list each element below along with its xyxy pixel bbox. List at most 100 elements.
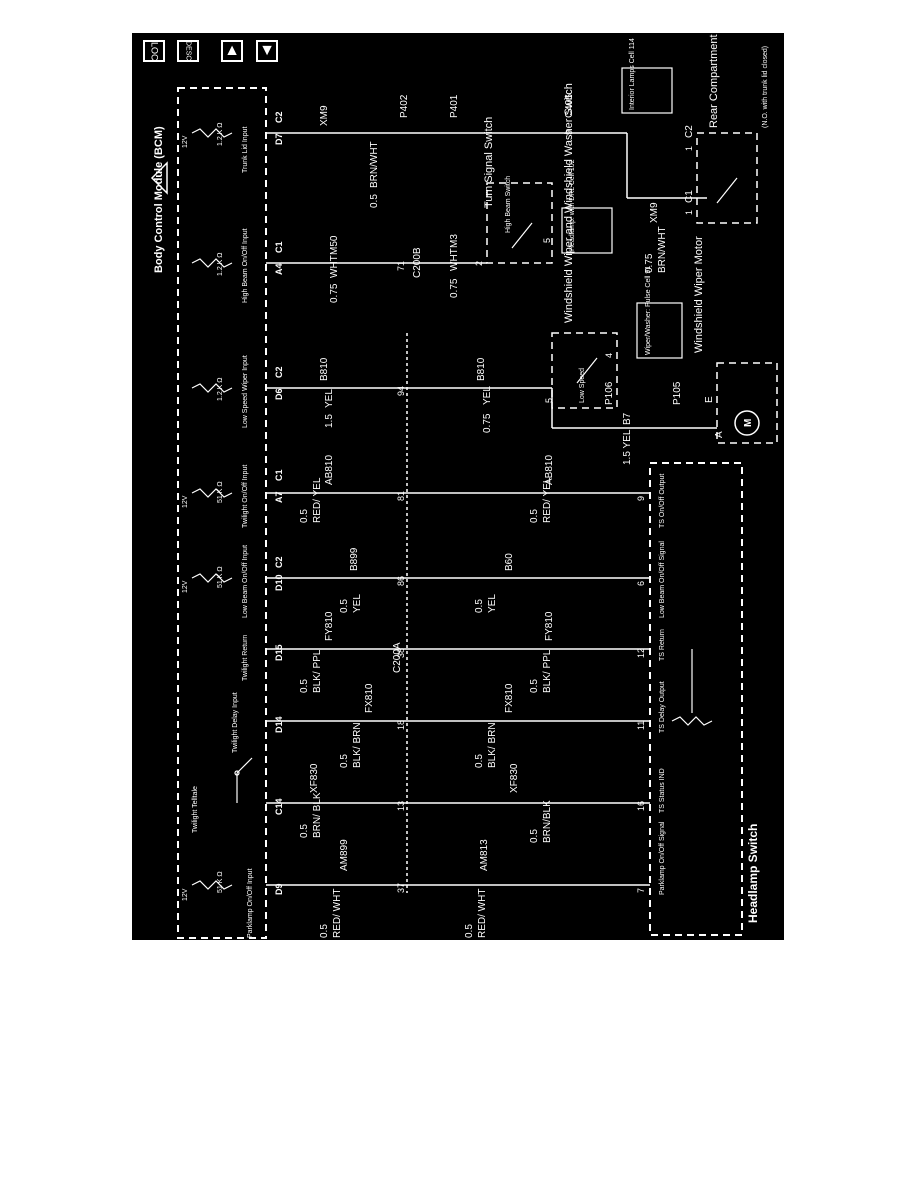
bcm-input-label-twilight-telltale: Twilight Telltale (192, 786, 199, 833)
hs-pin-7: 7 (636, 888, 646, 893)
wire-l2-size: 0.5 (474, 754, 485, 768)
high-beam-switch-blade (511, 222, 533, 249)
wire-u7-color: WHT (329, 255, 340, 278)
connector-p105: P105 (672, 381, 683, 405)
up-arrow-icon: ▲ (224, 42, 240, 59)
wiper-pulse-ref-box (636, 302, 683, 359)
conn-c2-wiper: C2 (274, 366, 284, 378)
wire-u5-color: RED/ YEL (312, 477, 323, 523)
wire-u2-color: BLK/ BRN (352, 722, 363, 768)
wiper-motor-box (716, 362, 778, 444)
wire-u8-circuit: XM9 (319, 105, 330, 126)
down-arrow-button[interactable]: ▼ (256, 40, 278, 62)
wire-l3-color: BLK/ PPL (542, 649, 553, 693)
wire-u3-color: BLK/ PPL (312, 649, 323, 693)
resistor-high-beam (191, 258, 233, 268)
wire-l4-color: YEL (487, 594, 498, 613)
c200-pin-86: 86 (396, 576, 406, 586)
rear-c2-pin: 1 (684, 146, 694, 151)
wire-u6-size: 1.5 (324, 414, 335, 428)
c200-pin-81: 81 (396, 491, 406, 501)
headlamp-drl-ref: Headlamp: with DRL Cell 102 (569, 159, 576, 251)
pin-d7: D7 (274, 133, 284, 145)
connector-p106: P106 (604, 381, 615, 405)
c405-pin-9: 9 (564, 130, 574, 135)
wire-u2-size: 0.5 (339, 754, 350, 768)
wiper-washer-switch-box (551, 332, 618, 409)
twilight-telltale-switch (234, 757, 253, 803)
wire-l6-color: YEL (482, 386, 493, 405)
wiper-motor-title: Windshield Wiper Motor (693, 236, 705, 353)
hs-label-parklamp: Parklamp On/Off Signal (659, 821, 666, 895)
up-arrow-button[interactable]: ▲ (221, 40, 243, 62)
wiper-motor-circuit: B7 (622, 412, 633, 425)
wire-l0-color: RED/ WHT (477, 889, 488, 938)
wire-l1-color: BRN/BLK (542, 800, 553, 843)
c200-pin-13: 13 (396, 801, 406, 811)
resistor-twilight-onoff (191, 488, 233, 498)
wire-u3-size: 0.5 (299, 679, 310, 693)
hs-label-low-beam: Low Beam On/Off Signal (659, 541, 666, 618)
rear-c1-pin: 1 (684, 210, 694, 215)
wire-u6-color: YEL (324, 389, 335, 408)
pullup-high-beam: 1.2 K Ω (217, 252, 224, 276)
rear-compartment-note: (N.O. with trunk lid closed) (762, 46, 769, 128)
wire-u4-circuit: B899 (349, 547, 360, 571)
c200-pin-94: 94 (396, 386, 406, 396)
connector-c405: C405 (564, 94, 575, 118)
pin-d9: D9 (274, 883, 284, 895)
bcm-input-label-twilight-return: Twilight Return (242, 635, 249, 681)
warning-triangle-icon (150, 161, 168, 195)
wire-u5-size: 0.5 (299, 509, 310, 523)
hs-pin-11: 11 (636, 721, 646, 730)
hs-pin-16: 16 (636, 801, 646, 811)
bcm-input-label-low-speed-wiper: Low Speed Wiper Input (242, 355, 249, 428)
pin-d10: D10 (274, 574, 284, 591)
headlamp-switch-box (649, 462, 743, 936)
wire-u4-size: 0.5 (339, 599, 350, 613)
wire-u8-color: BRN/WHT (369, 141, 380, 188)
connector-p402: P402 (399, 94, 410, 118)
wire-u7-circuit: M50 (329, 235, 340, 255)
connector-p401: P401 (449, 94, 460, 118)
wiper-washer-title: Windshield Wiper and Windshield Washer S… (563, 83, 575, 323)
diagram-canvas: Body Control Module (BCM) Headlamp Switc… (150, 33, 778, 939)
wiper-motor-pin-e: E (704, 396, 715, 403)
c200-pin-71: 71 (396, 261, 406, 271)
wire-l1-size: 0.5 (529, 829, 540, 843)
hs-pin-9: 9 (636, 496, 646, 501)
rear-compartment-switch-box (696, 132, 758, 224)
pin-d14: D14 (274, 716, 284, 733)
wire-l2-circuit: FX810 (504, 683, 515, 713)
wiper-pin-5: 5 (544, 398, 554, 403)
wire-l5-size: 0.5 (529, 509, 540, 523)
turn-signal-title: Turn Signal Switch (483, 117, 495, 208)
pin-d6: D6 (274, 388, 284, 400)
bcm-resistors (191, 128, 233, 890)
hs-label-ts-status: TS Status IND (659, 768, 666, 813)
wire-l2-color: BLK/ BRN (487, 722, 498, 768)
c200-pin-18: 18 (396, 720, 406, 730)
conn-c1-high-beam: C1 (274, 241, 284, 253)
bcm-input-label-twilight-delay: Twilight Delay Input (232, 692, 239, 753)
wire-l8-size: 0.75 (644, 253, 655, 273)
wire-l6-circuit: B810 (476, 357, 487, 381)
wire-l6-size: 0.75 (482, 413, 493, 433)
wiring-diagram: LOC DESC ▲ ▼ (132, 33, 784, 940)
pin-d15: D15 (274, 644, 284, 661)
volt-trunk-lid: 12V (182, 135, 189, 148)
wiper-motor-wire: 1.5 YEL (622, 429, 633, 465)
bcm-input-label-trunk-lid: Trunk Lid Input (242, 127, 249, 173)
desc-button[interactable]: DESC (177, 40, 199, 62)
wire-u0-circuit: AM899 (339, 839, 350, 871)
pin-a4: A4 (274, 263, 284, 275)
bcm-input-label-parklamp: Parklamp On/Off Input (247, 868, 254, 938)
conn-c2-trunk: C2 (274, 111, 284, 123)
loc-button[interactable]: LOC (143, 40, 165, 62)
bcm-input-label-twilight-onoff: Twilight On/Off Input (242, 465, 249, 528)
wire-l1-circuit: XF830 (509, 763, 520, 793)
connector-c2: C2 (684, 125, 695, 138)
turn-signal-pin-2: 2 (474, 261, 484, 266)
wire-u0-size: 0.5 (319, 924, 330, 938)
wire-l8-color: BRN/WHT (657, 226, 668, 273)
